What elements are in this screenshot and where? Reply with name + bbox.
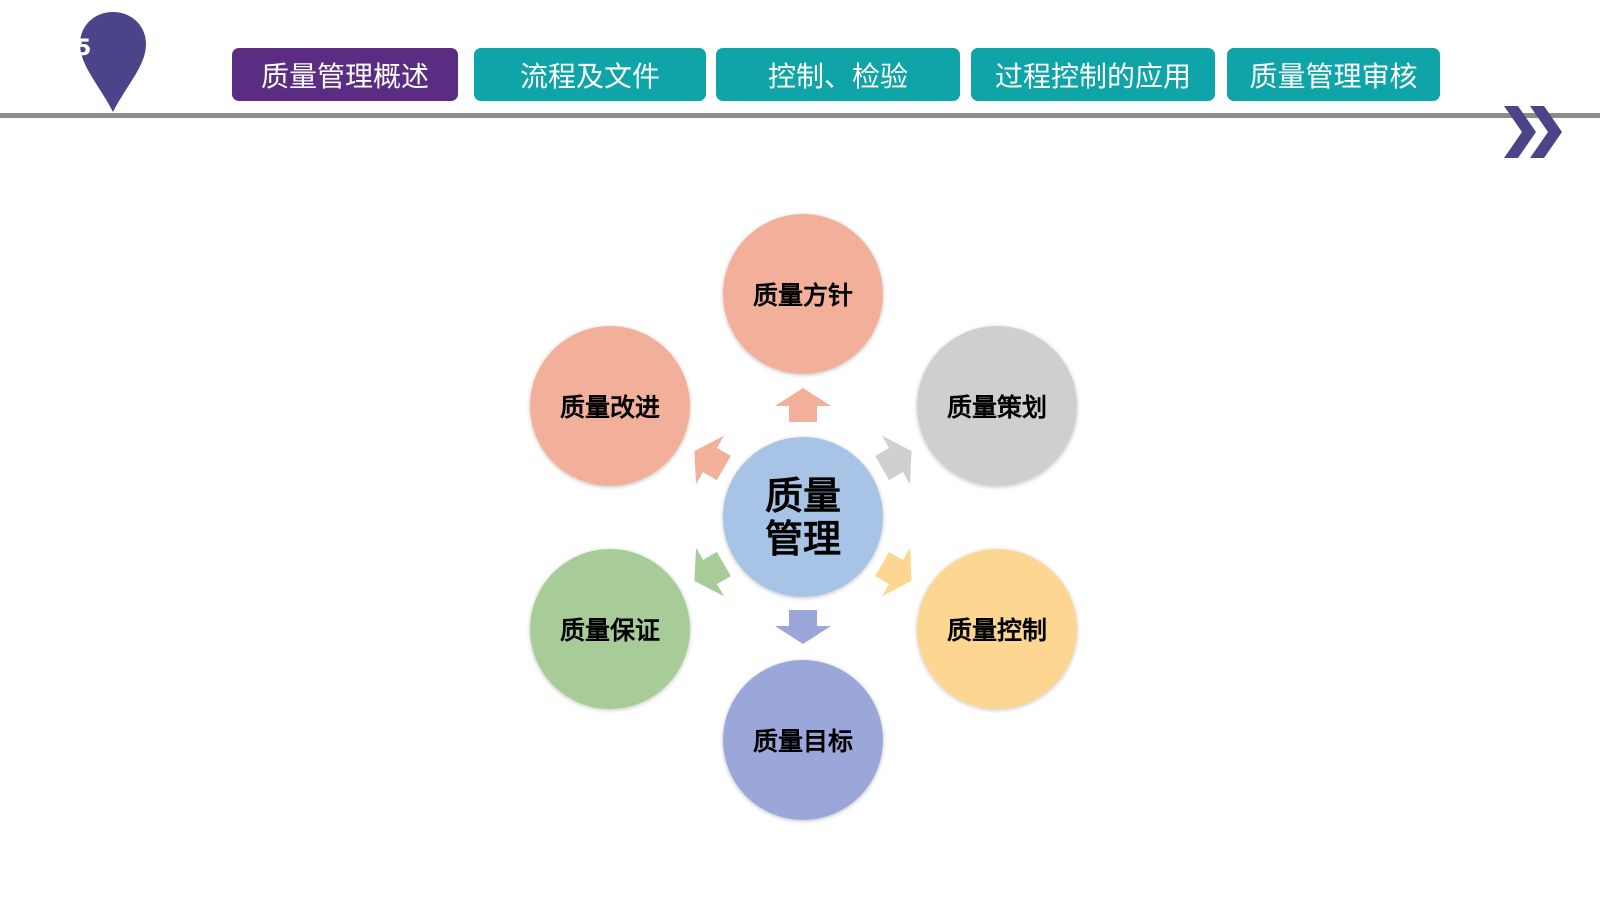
node-label: 质量目标 (753, 727, 853, 756)
node-label: 质量策划 (947, 393, 1047, 422)
arrow-down-left-icon (680, 539, 738, 606)
node-quality-management-center: 质量 管理 (723, 437, 883, 597)
center-label-line1: 质量 (765, 474, 841, 518)
location-pin-logo-icon (80, 12, 146, 112)
node-label: 质量改进 (560, 393, 660, 422)
logo-digit: 5 (76, 36, 92, 61)
arrow-down-icon (775, 610, 831, 644)
center-label-line2: 管理 (765, 517, 841, 561)
node-label: 质量控制 (947, 616, 1047, 645)
node-quality-improvement: 质量改进 (530, 326, 690, 486)
header-divider (0, 113, 1600, 118)
tab-process-control[interactable]: 过程控制的应用 (971, 48, 1215, 101)
tab-process-docs[interactable]: 流程及文件 (474, 48, 706, 101)
double-chevron-right-icon[interactable] (1504, 104, 1566, 160)
tab-control-inspection[interactable]: 控制、检验 (716, 48, 960, 101)
node-quality-planning: 质量策划 (917, 326, 1077, 486)
tab-quality-overview[interactable]: 质量管理概述 (232, 48, 458, 101)
arrow-up-right-icon (868, 426, 926, 493)
node-quality-objective: 质量目标 (723, 660, 883, 820)
node-quality-policy: 质量方针 (723, 214, 883, 374)
tab-quality-audit[interactable]: 质量管理审核 (1227, 48, 1440, 101)
arrow-up-left-icon (680, 426, 738, 493)
node-label: 质量保证 (560, 616, 660, 645)
node-quality-assurance: 质量保证 (530, 549, 690, 709)
arrow-down-right-icon (868, 539, 926, 606)
node-quality-control: 质量控制 (917, 549, 1077, 709)
node-label: 质量方针 (753, 281, 853, 310)
arrow-up-icon (775, 388, 831, 422)
